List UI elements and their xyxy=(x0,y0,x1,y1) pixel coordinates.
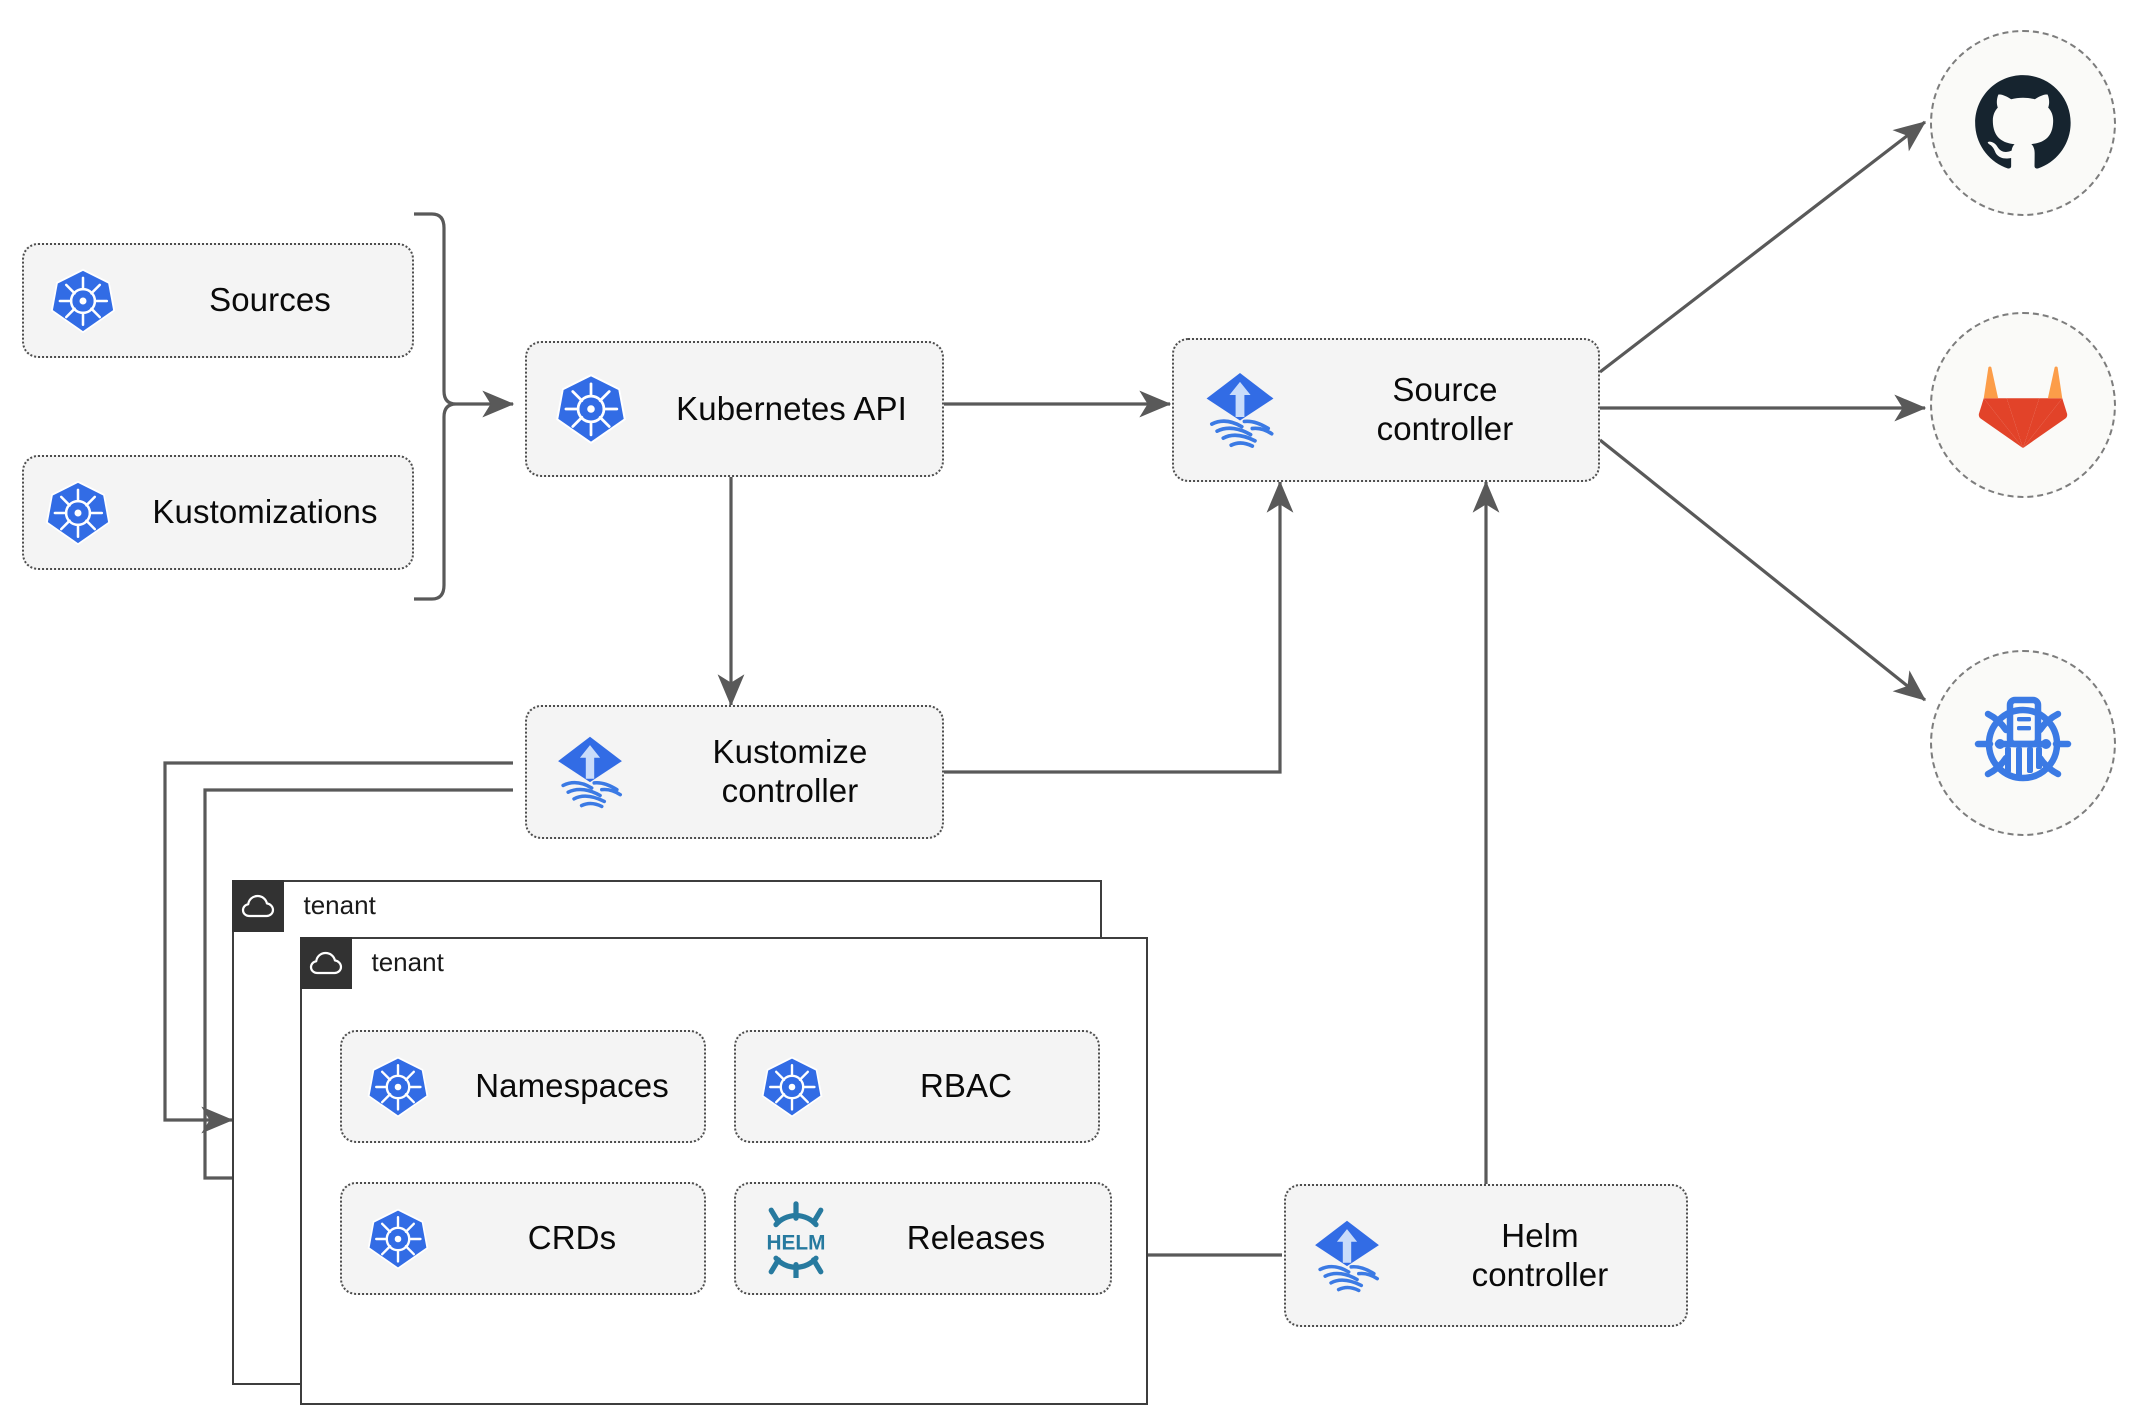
node-label-line1: Helm xyxy=(1501,1216,1579,1254)
kubernetes-glyph xyxy=(367,1208,429,1269)
node-label-line2: controller xyxy=(1376,410,1514,447)
node-source-controller[interactable]: Source controller xyxy=(1172,338,1600,482)
tenant-container-front[interactable]: tenant xyxy=(299,936,1148,1405)
node-label: Releases xyxy=(906,1219,1046,1257)
node-sources[interactable]: Sources xyxy=(22,243,414,358)
tenant-name-front: tenant xyxy=(371,947,444,977)
tenant-header-front: tenant xyxy=(299,936,444,989)
kubernetes-icon xyxy=(342,1054,454,1120)
kubernetes-glyph xyxy=(761,1056,823,1117)
node-label-line1: Kustomize xyxy=(712,733,868,771)
edge-source-github xyxy=(1599,120,1927,374)
kubernetes-icon xyxy=(24,266,142,336)
cloud-icon xyxy=(299,936,352,989)
node-label: Sources xyxy=(209,281,331,319)
flux-glyph xyxy=(1315,1220,1380,1292)
gitlab-icon xyxy=(1978,366,2068,449)
node-label-line2: controller xyxy=(1471,1255,1609,1293)
helm-glyph: HELM xyxy=(767,1200,826,1278)
node-namespaces[interactable]: Namespaces xyxy=(340,1030,706,1143)
external-helm-repo[interactable] xyxy=(1930,650,2116,836)
flux-glyph xyxy=(1206,373,1274,448)
node-label: CRDs xyxy=(527,1219,617,1257)
node-helm-controller[interactable]: Helm controller xyxy=(1284,1184,1688,1327)
node-label: Helm controller xyxy=(1408,1217,1686,1295)
flux-icon xyxy=(1174,366,1306,454)
kubernetes-icon xyxy=(342,1206,454,1272)
node-label: Kustomize controller xyxy=(652,733,942,811)
kubernetes-icon xyxy=(527,371,655,447)
node-label-line1: Source xyxy=(1392,371,1498,409)
kubernetes-icon xyxy=(736,1054,848,1120)
edge-resources-brace xyxy=(414,212,457,601)
node-label: Kubernetes API xyxy=(676,389,907,427)
tenant-header-back: tenant xyxy=(231,879,376,932)
node-label-line2: controller xyxy=(721,772,859,809)
helm-wordmark: HELM xyxy=(767,1231,826,1254)
edge-source-helmrepo xyxy=(1599,438,1926,702)
node-kustomizations[interactable]: Kustomizations xyxy=(22,455,414,570)
node-label: Kustomizations xyxy=(152,493,378,531)
flux-icon xyxy=(1286,1214,1408,1298)
kubernetes-glyph xyxy=(45,480,111,545)
node-rbac[interactable]: RBAC xyxy=(734,1030,1100,1143)
cloud-icon xyxy=(231,879,284,932)
node-label: RBAC xyxy=(919,1067,1013,1105)
external-github[interactable] xyxy=(1930,30,2116,216)
node-crds[interactable]: CRDs xyxy=(340,1182,706,1295)
node-kubernetes-api[interactable]: Kubernetes API xyxy=(525,341,944,477)
helm-chart-icon xyxy=(1974,696,2072,782)
kubernetes-glyph xyxy=(556,374,626,444)
kubernetes-icon xyxy=(24,478,132,548)
node-label: Source controller xyxy=(1306,371,1598,449)
edge-kustomize-source xyxy=(944,480,1294,774)
github-icon xyxy=(1975,75,2071,169)
tenant-name-back: tenant xyxy=(303,890,376,920)
kubernetes-glyph xyxy=(50,268,116,333)
helm-logo-icon: HELM xyxy=(736,1200,856,1278)
flux-icon xyxy=(527,730,652,814)
node-releases[interactable]: HELM Releases xyxy=(734,1182,1112,1295)
node-kustomize-controller[interactable]: Kustomize controller xyxy=(525,705,944,839)
flux-glyph xyxy=(557,736,622,809)
node-label: Namespaces xyxy=(475,1067,669,1105)
external-gitlab[interactable] xyxy=(1930,312,2116,498)
kubernetes-glyph xyxy=(367,1056,429,1117)
